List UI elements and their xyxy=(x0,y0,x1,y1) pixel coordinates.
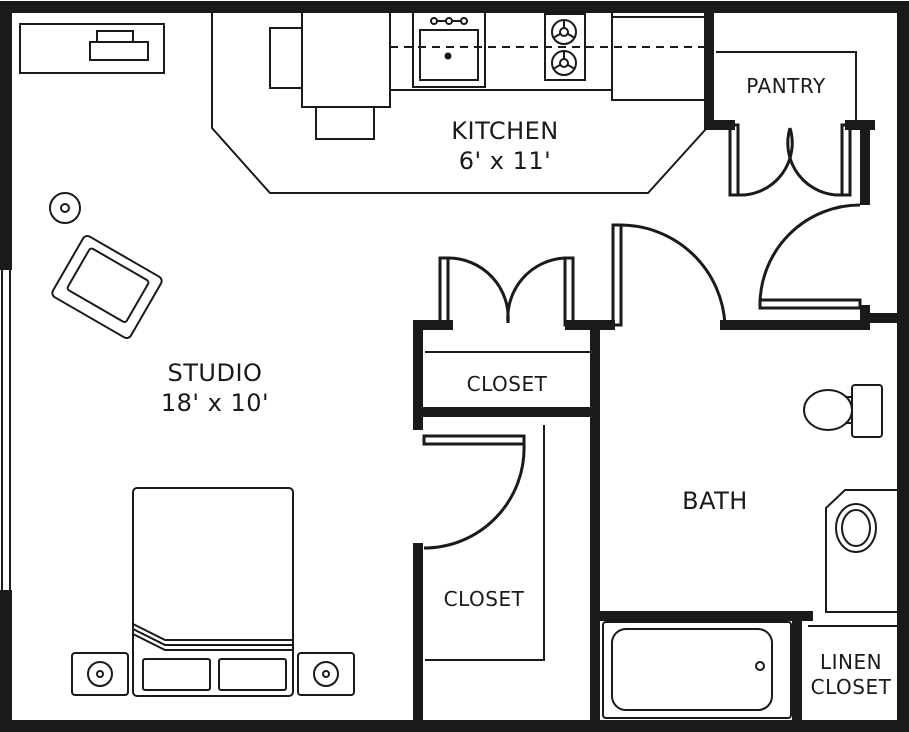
interior-walls xyxy=(413,2,908,731)
linen-closet-line1: LINEN xyxy=(819,650,883,674)
bath-label: BATH xyxy=(640,486,790,516)
west-window xyxy=(1,264,11,596)
linen-closet-line2: CLOSET xyxy=(810,675,892,699)
studio-label: STUDIO 18' x 10' xyxy=(110,358,320,418)
kitchen-name: KITCHEN xyxy=(451,117,559,145)
bath-fixtures xyxy=(602,384,898,719)
studio-furniture xyxy=(19,23,355,697)
linen-closet-label: LINEN CLOSET xyxy=(803,650,899,700)
studio-name: STUDIO xyxy=(167,359,263,387)
closet-shelves xyxy=(425,351,590,661)
pantry-name: PANTRY xyxy=(746,74,826,98)
kitchen-counter xyxy=(211,11,857,194)
closet-upper-name: CLOSET xyxy=(466,372,548,396)
bath-name: BATH xyxy=(682,487,748,515)
pantry-label: PANTRY xyxy=(716,74,856,99)
kitchen-label: KITCHEN 6' x 11' xyxy=(400,116,610,176)
studio-dimensions: 18' x 10' xyxy=(160,389,270,417)
closet-lower-label: CLOSET xyxy=(426,587,542,612)
closet-upper-label: CLOSET xyxy=(424,372,590,397)
doors xyxy=(422,123,862,550)
closet-lower-name: CLOSET xyxy=(443,587,525,611)
kitchen-dimensions: 6' x 11' xyxy=(458,147,552,175)
